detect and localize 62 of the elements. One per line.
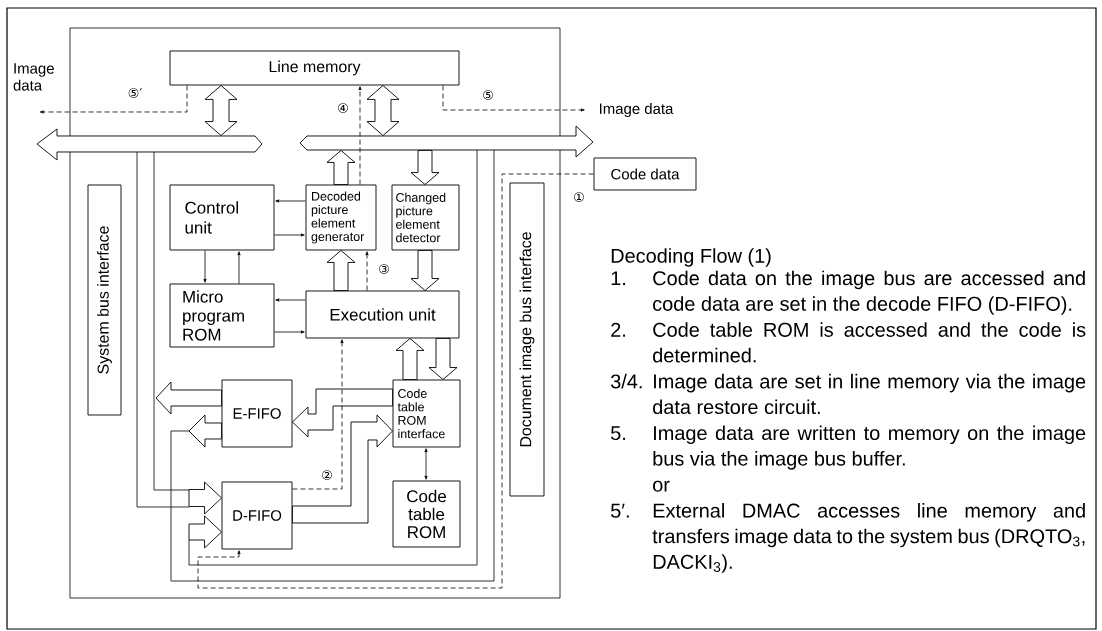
arrow bbox=[274, 330, 305, 334]
hollow-arrow bbox=[395, 338, 425, 380]
dashed-arrow bbox=[39, 85, 188, 114]
arrow bbox=[203, 250, 207, 283]
hollow-arrow bbox=[428, 338, 458, 380]
input-box: Code data bbox=[593, 157, 697, 191]
interface-box: Document image bus interface bbox=[509, 182, 545, 497]
unit-box: Execution unit bbox=[305, 290, 460, 339]
unit-box: Control unit bbox=[169, 184, 275, 251]
step-number: 5. bbox=[611, 426, 625, 441]
step-number: 1. bbox=[611, 271, 625, 286]
hollow-arrow bbox=[292, 414, 393, 524]
memory-box: Line memory bbox=[169, 50, 460, 86]
arrow bbox=[237, 251, 241, 284]
dashed-arrow bbox=[197, 173, 594, 589]
hollow-arrow bbox=[155, 381, 222, 415]
edge-label: ② bbox=[320, 469, 334, 481]
step-number: 2. bbox=[611, 322, 625, 337]
hollow-arrow bbox=[410, 250, 440, 291]
hollow-arrow bbox=[188, 481, 222, 515]
dashed-arrow bbox=[442, 85, 585, 112]
step-text: Image data are written to memory on the image bus via the image bus buffer. bbox=[653, 425, 1086, 470]
hollow-arrow bbox=[326, 150, 356, 185]
fifo-box: E-FIFO bbox=[221, 379, 293, 448]
hollow-arrow bbox=[204, 85, 238, 136]
hollow-arrow bbox=[326, 250, 356, 291]
unit-box: Changed picture element detector bbox=[391, 184, 460, 251]
io-label: Image data bbox=[600, 103, 674, 117]
edge-label: ① bbox=[572, 191, 586, 203]
hollow-arrow bbox=[188, 414, 222, 448]
hollow-arrow bbox=[410, 150, 440, 185]
hollow-arrow bbox=[188, 515, 222, 549]
rom-box: Micro program ROM bbox=[169, 283, 275, 348]
step-text: Code data on the image bus are accessed and code data are set in the decode FIFO (D-FIFO). bbox=[653, 270, 1085, 315]
bus-bar bbox=[299, 125, 594, 158]
step-number: 5′. bbox=[611, 503, 629, 518]
arrow bbox=[274, 233, 305, 237]
unit-box: Decoded picture element generator bbox=[305, 184, 377, 251]
hollow-arrow bbox=[366, 85, 400, 136]
interface-box: Code table ROM interface bbox=[392, 379, 461, 448]
step-text: External DMAC accesses line memory and transfers image data to the system bus (DRQTO$_{3}$, DACKI$_{3}$). bbox=[652, 503, 1085, 573]
arrow bbox=[424, 448, 428, 480]
arrow bbox=[275, 199, 306, 203]
edge-label: ④ bbox=[336, 102, 350, 114]
dashed-arrow bbox=[358, 86, 362, 185]
step-text: Code table ROM is accessed and the code is determined. bbox=[653, 322, 1086, 363]
dashed-arrow bbox=[365, 251, 369, 291]
notes-heading: Decoding Flow (1) bbox=[611, 248, 771, 267]
note-text: or bbox=[653, 480, 670, 492]
io-label: Image data bbox=[13, 63, 54, 91]
arrow bbox=[275, 298, 306, 302]
step-text: Image data are set in line memory via the image data restore circuit. bbox=[653, 373, 1086, 415]
hollow-arrow bbox=[292, 388, 393, 438]
edge-label: ③ bbox=[377, 263, 391, 275]
edge-label: ⑤′ bbox=[126, 87, 144, 99]
edge-label: ⑤ bbox=[481, 89, 495, 101]
bus-bar bbox=[36, 128, 263, 161]
rom-box: Code table ROM bbox=[392, 480, 461, 548]
interface-box: System bus interface bbox=[87, 184, 122, 416]
fifo-box: D-FIFO bbox=[221, 481, 293, 550]
step-number: 3/4. bbox=[610, 373, 642, 389]
dashed-arrow bbox=[292, 339, 344, 490]
